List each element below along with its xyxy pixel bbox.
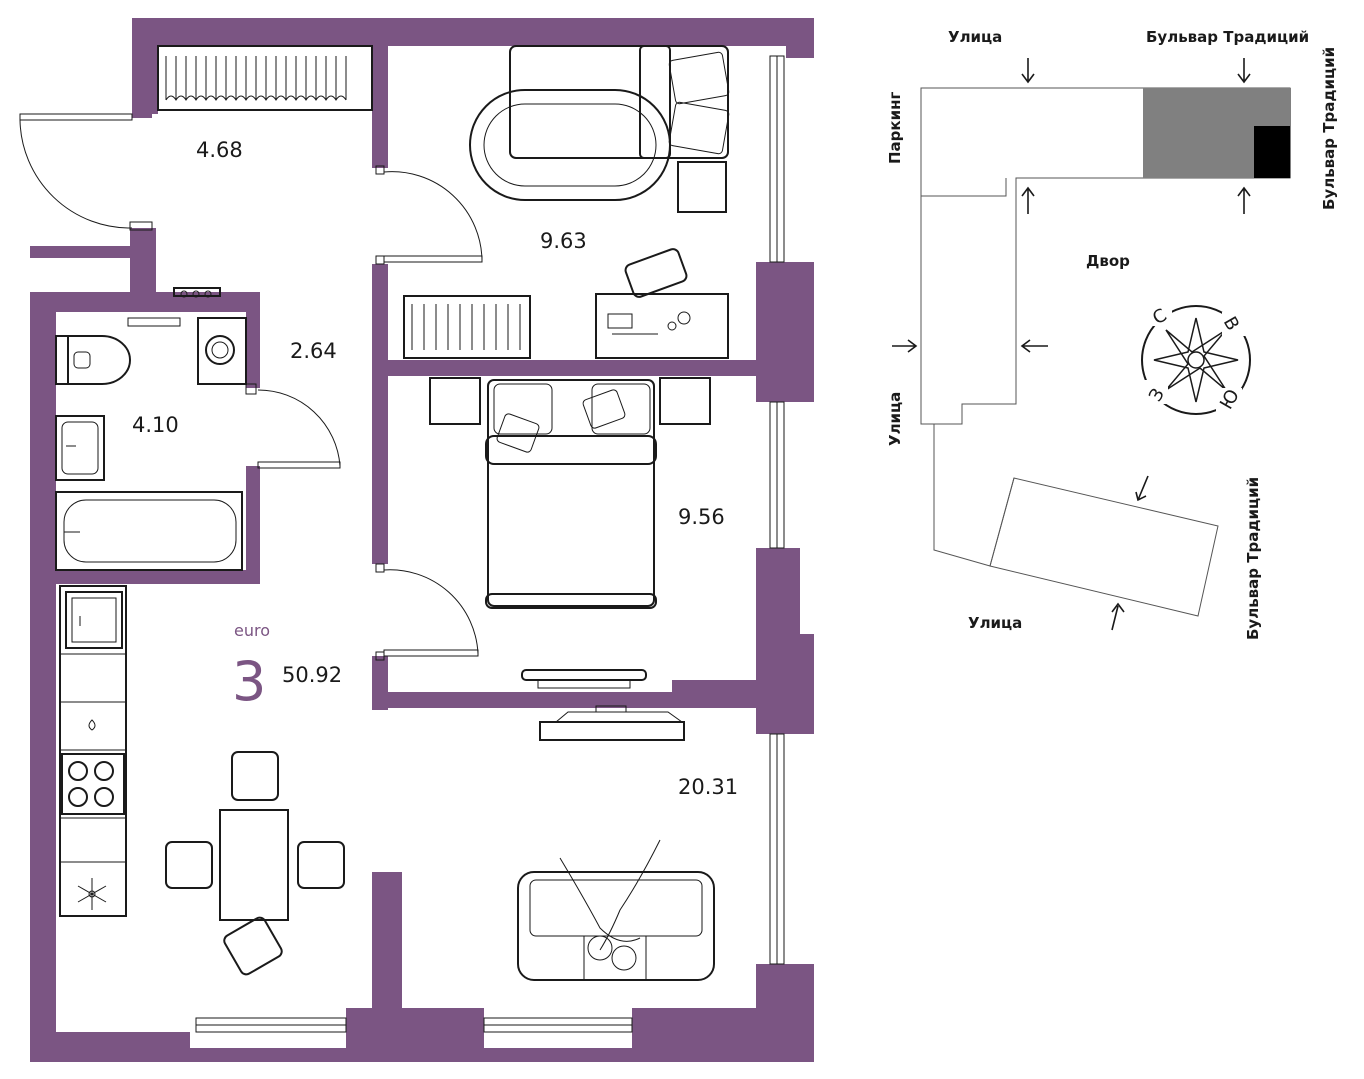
rooms-count: 3: [232, 650, 266, 713]
stove-icon: [61, 753, 125, 815]
sink-icon: [65, 591, 123, 649]
bed-icon: [469, 45, 730, 213]
sink-icon: [55, 415, 105, 481]
area-bathroom: 4.10: [132, 413, 179, 437]
bed-icon: [429, 377, 711, 609]
area-bedroom-middle: 9.56: [678, 505, 725, 529]
sofa-icon: [517, 839, 715, 981]
snowflake-icon: [77, 878, 107, 910]
site-plan: [920, 87, 1291, 617]
desk-icon: [595, 248, 729, 359]
area-toilet: 2.64: [290, 339, 337, 363]
label-street-left: Улица: [886, 392, 904, 446]
bathtub-icon: [55, 491, 243, 571]
label-boulevard-right: Бульвар Традиций: [1320, 47, 1338, 210]
walls: [30, 18, 814, 1062]
area-bedroom-top: 9.63: [540, 229, 587, 253]
table-icon: [219, 809, 289, 921]
apartment-class: euro: [234, 621, 270, 640]
area-hall: 4.68: [196, 138, 243, 162]
radiator-icon: [403, 295, 531, 359]
drop-icon: [88, 719, 96, 731]
label-street-bottom: Улица: [968, 614, 1022, 632]
label-yard: Двор: [1086, 252, 1130, 270]
radiator-icon: [157, 45, 373, 111]
chair-icon: [165, 751, 345, 976]
windows: [195, 55, 785, 1033]
total-area: 50.92: [282, 663, 342, 687]
compass-rose-icon: С В Ю З: [1141, 300, 1251, 415]
tv-icon: [521, 669, 685, 741]
label-boulevard-top: Бульвар Традиций: [1146, 28, 1309, 46]
kitchen-unit: [59, 585, 127, 917]
toilet-icon: [55, 335, 131, 385]
washer-icon: [127, 287, 247, 385]
label-parking: Паркинг: [886, 92, 904, 164]
area-living: 20.31: [678, 775, 738, 799]
label-boulevard-lower: Бульвар Традиций: [1244, 477, 1262, 640]
label-street-top: Улица: [948, 28, 1002, 46]
doors: [19, 113, 483, 661]
arrow-icon: [892, 58, 1251, 631]
